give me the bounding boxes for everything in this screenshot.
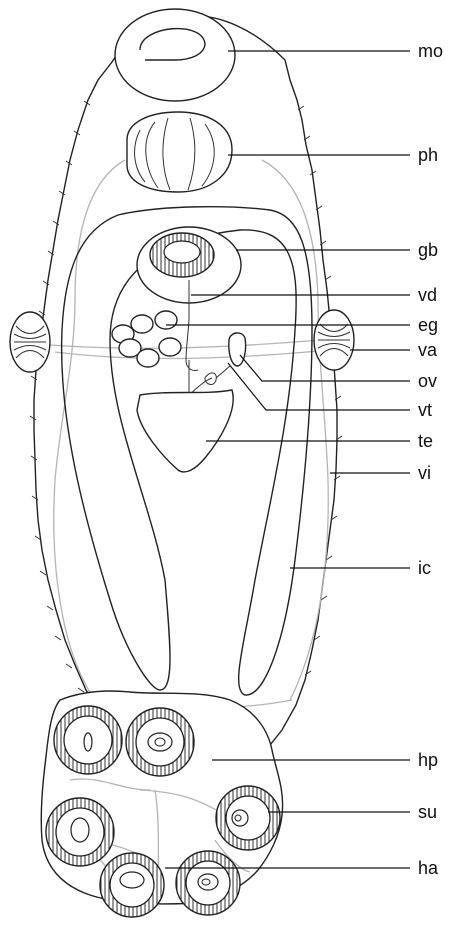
label-vt: vt bbox=[418, 400, 432, 420]
label-su: su bbox=[418, 802, 437, 822]
label-va: va bbox=[418, 340, 438, 360]
sucker-1 bbox=[54, 706, 122, 774]
label-gb: gb bbox=[418, 240, 438, 260]
label-eg: eg bbox=[418, 315, 438, 335]
sucker-4 bbox=[46, 798, 114, 866]
label-ha: ha bbox=[418, 858, 439, 878]
label-vd: vd bbox=[418, 285, 437, 305]
mouth-structure bbox=[115, 9, 235, 101]
sucker-6 bbox=[176, 851, 240, 915]
sucker-3 bbox=[216, 786, 280, 850]
sucker-5 bbox=[100, 853, 164, 917]
label-mo: mo bbox=[418, 41, 443, 61]
label-te: te bbox=[418, 431, 433, 451]
ovary bbox=[229, 333, 246, 366]
label-ph: ph bbox=[418, 145, 438, 165]
label-hp: hp bbox=[418, 750, 438, 770]
label-vi: vi bbox=[418, 463, 431, 483]
sucker-2 bbox=[126, 708, 194, 776]
label-ic: ic bbox=[418, 558, 431, 578]
label-ov: ov bbox=[418, 371, 437, 391]
pharynx-structure bbox=[127, 112, 232, 192]
